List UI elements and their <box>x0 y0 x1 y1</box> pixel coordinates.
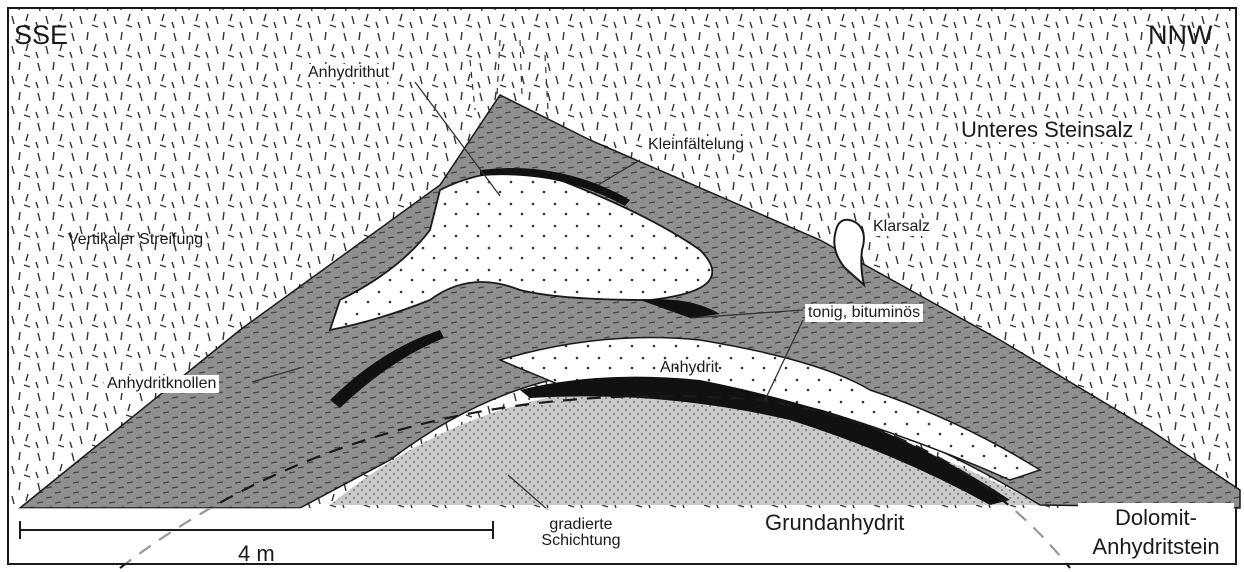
orientation-right: NNW <box>1148 22 1212 49</box>
label-kleinfaeltelung: Kleinfältelung <box>645 136 747 154</box>
label-dolomit-line1: Dolomit- <box>1115 505 1197 530</box>
label-tonig-bituminoes: tonig, bituminös <box>805 304 923 322</box>
label-gradierte: gradierte <box>549 516 612 533</box>
scale-bar-label: 4 m <box>238 543 275 565</box>
label-vertikaler-streifung: Vertikaler Streifung <box>68 232 203 248</box>
label-unteres-steinsalz: Unteres Steinsalz <box>958 118 1136 142</box>
label-anhydrit: Anhydrit <box>660 360 719 376</box>
label-schichtung: Schichtung <box>541 532 620 549</box>
label-anhydrithut: Anhydrithut <box>305 64 392 82</box>
label-dolomit-line2: Anhydritstein <box>1092 534 1219 559</box>
label-anhydritknollen: Anhydritknollen <box>104 375 219 393</box>
label-grundanhydrit: Grundanhydrit <box>765 512 904 534</box>
label-dolomit-anhydritstein: Dolomit- Anhydritstein <box>1078 503 1234 562</box>
label-gradierte-schichtung: gradierte Schichtung <box>523 516 639 550</box>
label-klarsalz: Klarsalz <box>870 218 933 236</box>
orientation-left: SSE <box>14 22 68 49</box>
